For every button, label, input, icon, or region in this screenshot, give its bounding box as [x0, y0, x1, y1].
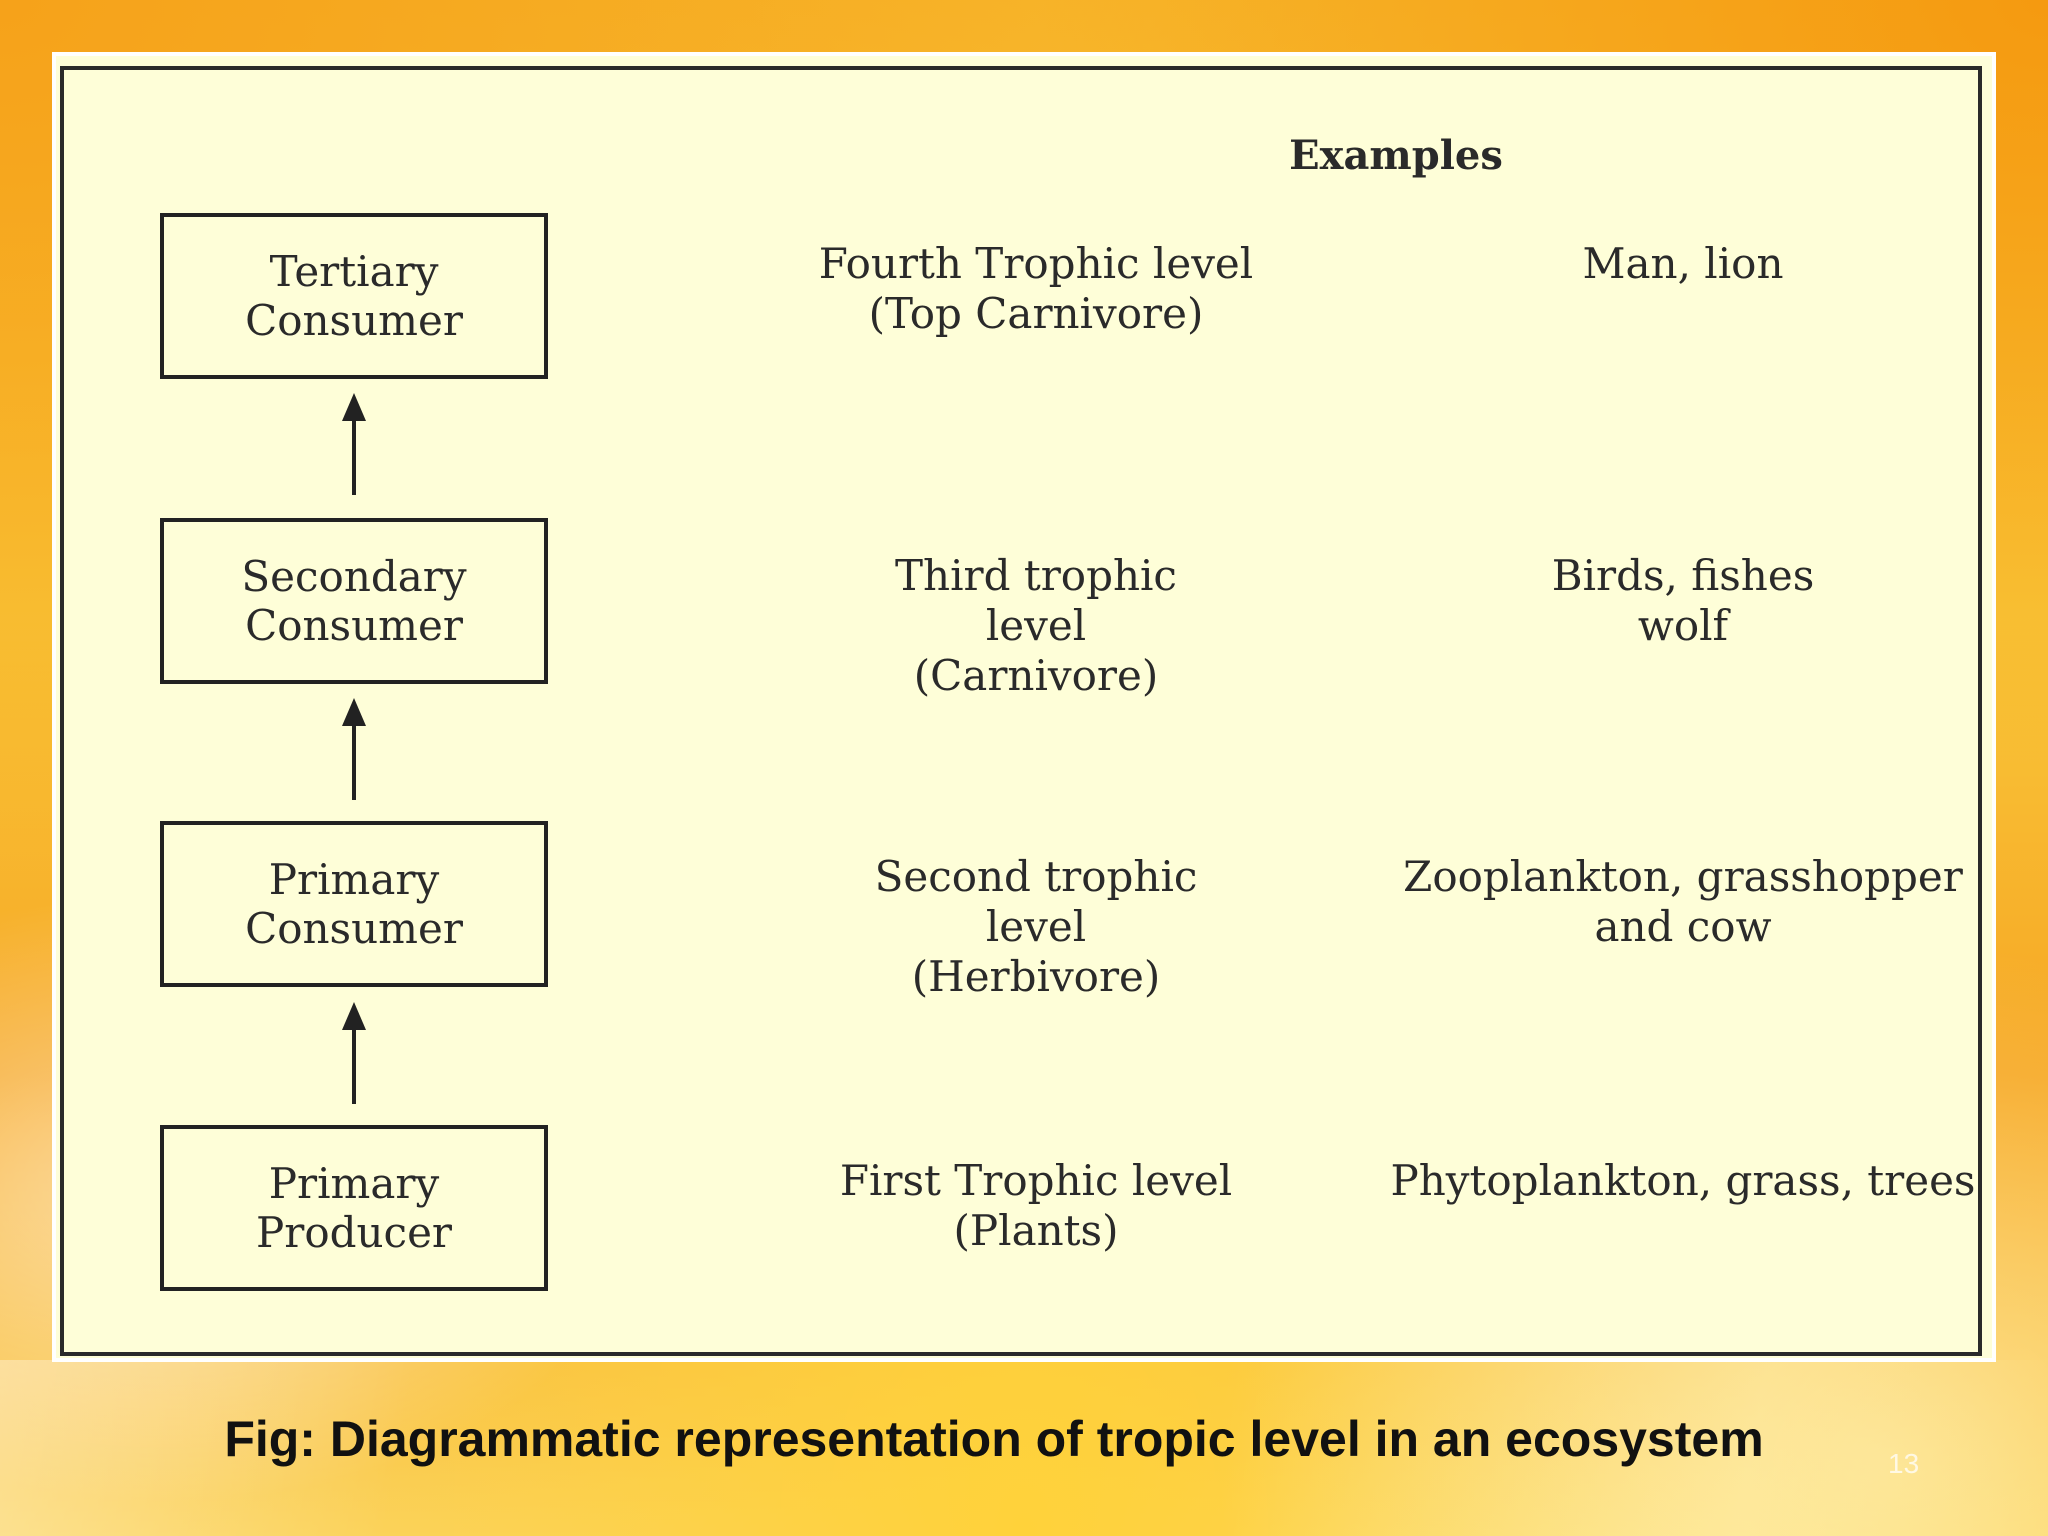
page-number: 13 — [1888, 1448, 1920, 1479]
trophic-line: Third trophic — [895, 551, 1177, 600]
example-line: Zooplankton, grasshopper — [1403, 852, 1963, 901]
box-secondary-consumer: Secondary Consumer — [160, 518, 548, 684]
box-line: Primary — [268, 855, 440, 904]
box-line: Tertiary — [269, 247, 439, 296]
trophic-line: level — [985, 601, 1087, 650]
trophic-line: (Carnivore) — [913, 651, 1159, 700]
box-line: Consumer — [245, 296, 463, 345]
arrow-up-icon — [342, 1002, 366, 1104]
example-line: and cow — [1594, 902, 1772, 951]
trophic-line: Fourth Trophic level — [818, 239, 1254, 288]
example-line: Phytoplankton, grass, trees — [1390, 1156, 1976, 1205]
trophic-line: level — [985, 902, 1087, 951]
trophic-level-second: Second trophic level (Herbivore) — [696, 852, 1376, 1002]
examples-second: Zooplankton, grasshopper and cow — [1318, 852, 2048, 952]
trophic-level-fourth: Fourth Trophic level (Top Carnivore) — [696, 239, 1376, 339]
box-line: Secondary — [241, 552, 467, 601]
trophic-level-third: Third trophic level (Carnivore) — [696, 551, 1376, 701]
box-line: Consumer — [245, 601, 463, 650]
trophic-line: (Top Carnivore) — [868, 289, 1204, 338]
box-primary-consumer: Primary Consumer — [160, 821, 548, 987]
examples-third: Birds, fishes wolf — [1318, 551, 2048, 651]
box-line: Consumer — [245, 904, 463, 953]
trophic-line: (Herbivore) — [911, 952, 1161, 1001]
arrow-up-icon — [342, 393, 366, 495]
examples-first: Phytoplankton, grass, trees — [1318, 1156, 2048, 1206]
trophic-level-first: First Trophic level (Plants) — [696, 1156, 1376, 1256]
examples-header: Examples — [1289, 132, 1503, 179]
examples-fourth: Man, lion — [1318, 239, 2048, 289]
panel-border — [60, 66, 1982, 1356]
box-line: Producer — [255, 1208, 452, 1257]
box-tertiary-consumer: Tertiary Consumer — [160, 213, 548, 379]
example-line: Birds, fishes — [1551, 551, 1815, 600]
trophic-line: Second trophic — [874, 852, 1198, 901]
trophic-line: First Trophic level — [839, 1156, 1233, 1205]
background-streak — [0, 1360, 2048, 1536]
example-line: Man, lion — [1582, 239, 1784, 288]
box-primary-producer: Primary Producer — [160, 1125, 548, 1291]
figure-caption: Fig: Diagrammatic representation of trop… — [224, 1411, 1764, 1467]
example-line: wolf — [1637, 601, 1729, 650]
trophic-line: (Plants) — [953, 1206, 1119, 1255]
box-line: Primary — [268, 1159, 440, 1208]
diagram-panel: Examples Tertiary Consumer Fourth Trophi… — [52, 52, 1996, 1362]
arrow-up-icon — [342, 698, 366, 800]
